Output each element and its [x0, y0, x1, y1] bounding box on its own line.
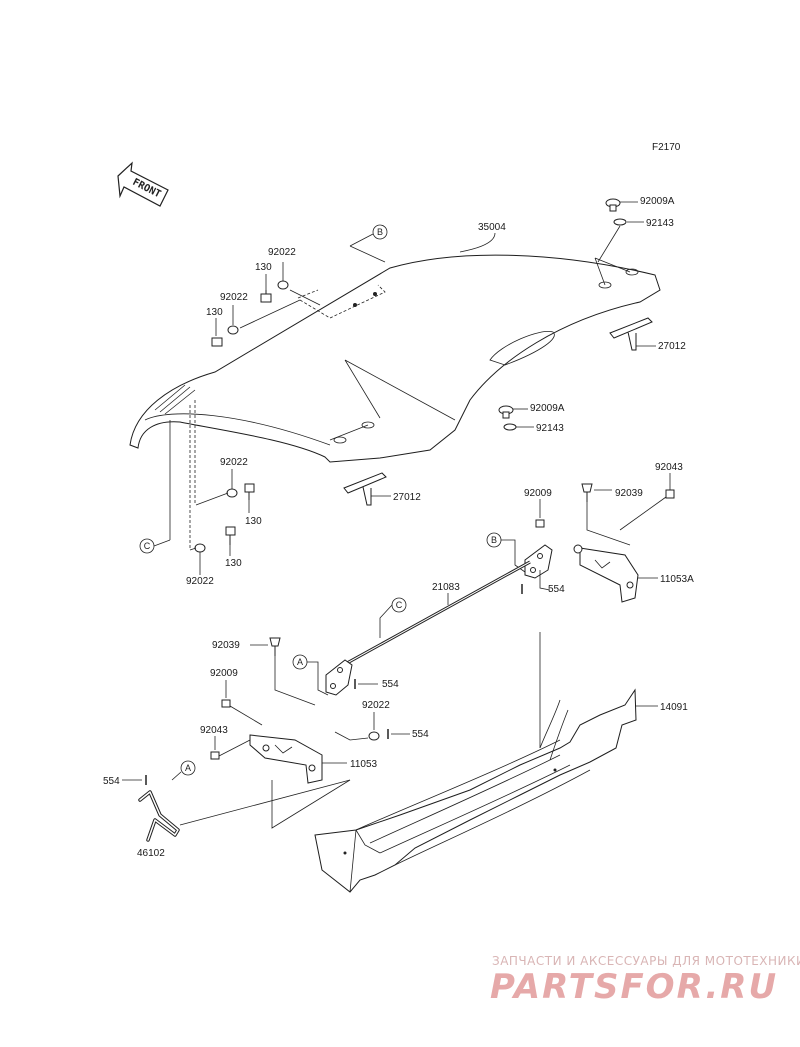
label-554-mid: 554 [382, 679, 399, 690]
label-92022-a: 92022 [268, 247, 296, 258]
label-27012-mid: 27012 [393, 492, 421, 503]
label-27012-right: 27012 [658, 341, 686, 352]
label-92039-left: 92039 [212, 640, 240, 651]
label-130-c: 130 [245, 516, 262, 527]
label-92009A-top: 92009A [640, 196, 675, 207]
label-92022-b: 92022 [220, 292, 248, 303]
label-554-far: 554 [103, 776, 120, 787]
push-rivet-92039-left [269, 637, 281, 656]
watermark-brand: PARTSFOR.RU [490, 967, 778, 1007]
callout-b-top [372, 224, 388, 240]
label-14091: 14091 [660, 702, 688, 713]
callout-a-mid-text: A [297, 657, 303, 667]
bolt-130-b [211, 337, 223, 347]
figure-id: F2170 [652, 142, 681, 153]
label-554-right: 554 [548, 584, 565, 595]
bolt-130-a [260, 290, 272, 303]
label-35004: 35004 [478, 222, 506, 233]
label-92143-top: 92143 [646, 218, 674, 229]
bolt-130-d [225, 526, 236, 545]
bracket-27012-right [609, 317, 653, 351]
bolt-92043-right [665, 489, 675, 499]
label-46102: 46102 [137, 848, 165, 859]
push-rivet-92039-right [581, 483, 593, 502]
lower-tray-14091 [314, 688, 637, 893]
label-92043-right: 92043 [655, 462, 683, 473]
clip-92009A-top [605, 198, 621, 212]
callout-c-mid-text: C [396, 600, 403, 610]
label-130-b: 130 [206, 307, 223, 318]
label-92009-left: 92009 [210, 668, 238, 679]
label-92022-d: 92022 [186, 576, 214, 587]
label-92009A-mid: 92009A [530, 403, 565, 414]
stay-rod-46102 [138, 790, 180, 842]
clip-92009A-mid [498, 405, 514, 419]
washer-92022-b [227, 325, 239, 335]
grommet-92143-top [613, 218, 627, 226]
grommet-92143-mid [503, 423, 517, 431]
hinge-plate-right [524, 544, 553, 579]
washer-92022-d [194, 543, 206, 553]
watermark-tagline: ЗАПЧАСТИ И АКСЕССУАРЫ ДЛЯ МОТОТЕХНИКИ [492, 954, 800, 968]
label-21083: 21083 [432, 582, 460, 593]
bracket-27012-mid [343, 472, 387, 506]
bracket-11053 [249, 734, 323, 784]
washer-92022-a [277, 280, 289, 290]
callout-c-left-text: C [144, 541, 151, 551]
bolt-130-c [244, 483, 255, 500]
label-92009-right: 92009 [524, 488, 552, 499]
label-92039-right: 92039 [615, 488, 643, 499]
bolt-92043-left [210, 751, 220, 760]
roof-panel-35004 [129, 254, 661, 463]
label-92143-mid: 92143 [536, 423, 564, 434]
callout-b-right-text: B [491, 535, 497, 545]
label-554-left2: 554 [412, 729, 429, 740]
label-92022-e: 92022 [362, 700, 390, 711]
rod-21083 [337, 560, 531, 670]
dashed-bracket-group-top [297, 284, 386, 319]
callout-a-low [180, 760, 196, 776]
label-92043-left: 92043 [200, 725, 228, 736]
bolt-92009-right [535, 519, 545, 528]
bracket-11053A [573, 544, 639, 603]
washer-92022-e [368, 731, 380, 741]
washer-92022-c [226, 488, 238, 498]
label-11053A: 11053A [660, 574, 694, 585]
label-130-a: 130 [255, 262, 272, 273]
front-direction-arrow: FRONT [117, 161, 169, 207]
label-92022-c: 92022 [220, 457, 248, 468]
callout-b-top-text: B [377, 227, 383, 237]
hinge-plate-left [325, 659, 353, 696]
label-11053: 11053 [350, 759, 378, 770]
callout-a-low-text: A [185, 763, 191, 773]
label-130-d: 130 [225, 558, 242, 569]
bolt-92009-left [221, 699, 231, 708]
